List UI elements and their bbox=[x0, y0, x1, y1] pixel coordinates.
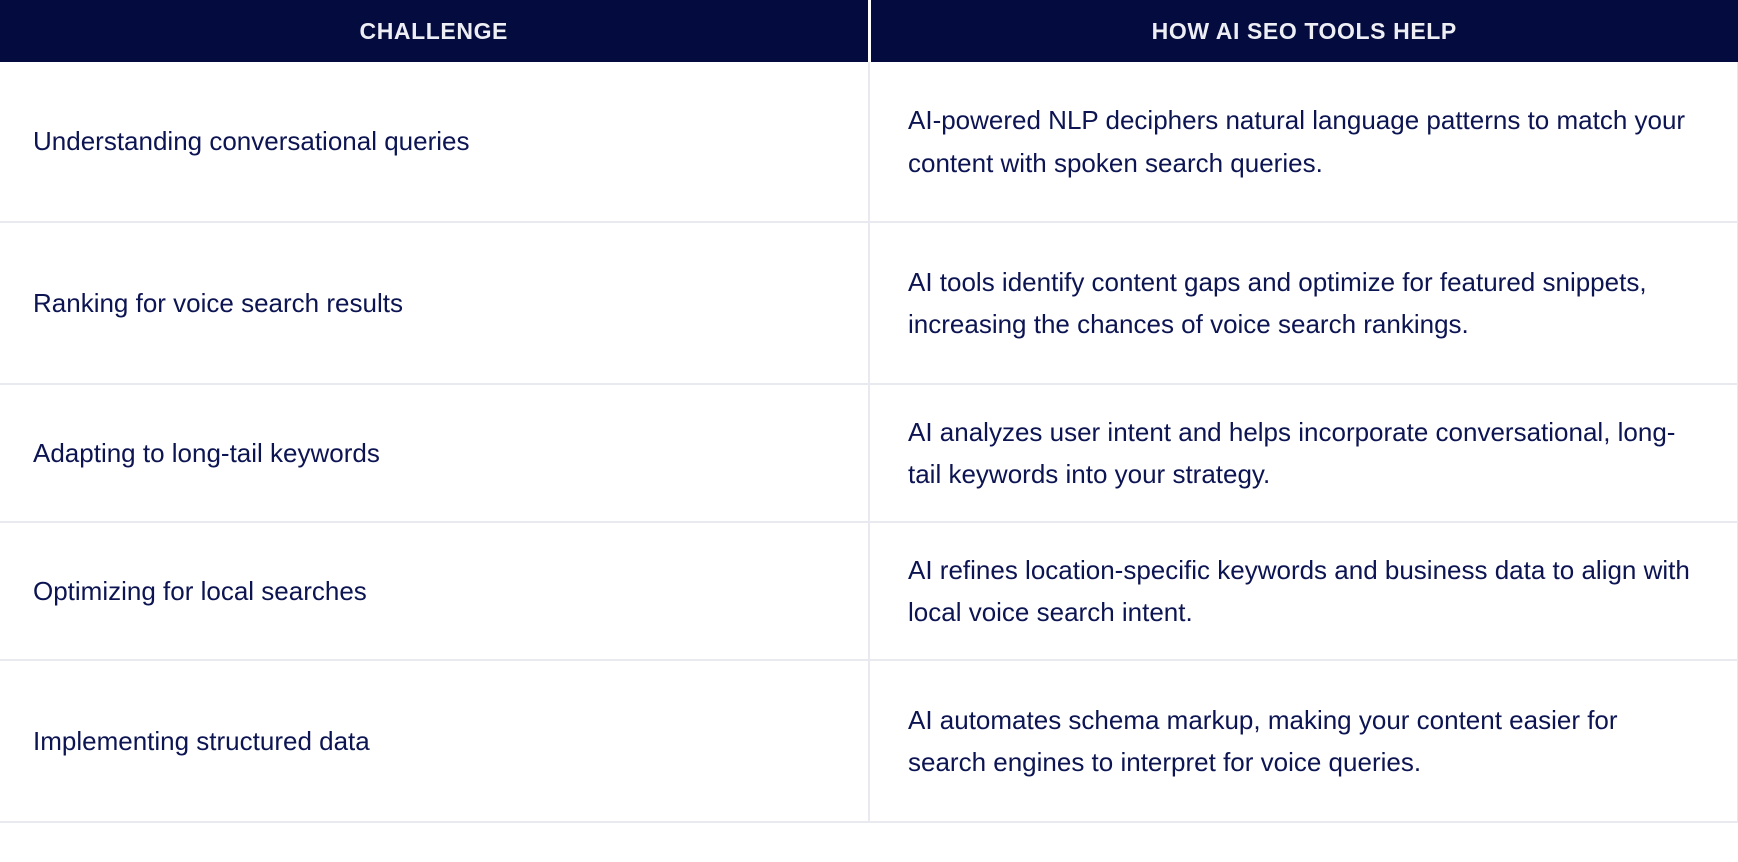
table-row: Understanding conversational queries AI-… bbox=[0, 62, 1738, 223]
challenge-text: Ranking for voice search results bbox=[33, 287, 403, 318]
ai-seo-challenges-table: CHALLENGE HOW AI SEO TOOLS HELP Understa… bbox=[0, 0, 1738, 824]
cell-challenge: Understanding conversational queries bbox=[0, 62, 870, 223]
table-header-row: CHALLENGE HOW AI SEO TOOLS HELP bbox=[0, 0, 1738, 62]
challenge-text: Adapting to long-tail keywords bbox=[33, 438, 380, 469]
help-text: AI analyzes user intent and helps incorp… bbox=[908, 417, 1676, 490]
cell-help: AI refines location-specific keywords an… bbox=[869, 522, 1738, 662]
cell-help: AI analyzes user intent and helps incorp… bbox=[869, 384, 1738, 524]
challenge-text: Understanding conversational queries bbox=[33, 126, 470, 157]
cell-challenge: Ranking for voice search results bbox=[0, 222, 870, 385]
cell-help: AI automates schema markup, making your … bbox=[869, 660, 1738, 824]
cell-help: AI tools identify content gaps and optim… bbox=[869, 222, 1738, 385]
table-row: Optimizing for local searches AI refines… bbox=[0, 522, 1738, 662]
table-row: Adapting to long-tail keywords AI analyz… bbox=[0, 384, 1738, 524]
column-header-how-ai-seo-tools-help: HOW AI SEO TOOLS HELP bbox=[869, 0, 1738, 62]
cell-challenge: Adapting to long-tail keywords bbox=[0, 384, 870, 524]
challenge-text: Optimizing for local searches bbox=[33, 576, 367, 607]
cell-challenge: Optimizing for local searches bbox=[0, 522, 870, 662]
table-row: Implementing structured data AI automate… bbox=[0, 660, 1738, 824]
cell-challenge: Implementing structured data bbox=[0, 660, 870, 824]
help-text: AI automates schema markup, making your … bbox=[908, 705, 1618, 778]
column-header-challenge: CHALLENGE bbox=[0, 0, 871, 62]
help-text: AI refines location-specific keywords an… bbox=[908, 555, 1690, 628]
table-body: Understanding conversational queries AI-… bbox=[0, 62, 1738, 824]
table-header: CHALLENGE HOW AI SEO TOOLS HELP bbox=[0, 0, 1738, 62]
help-text: AI tools identify content gaps and optim… bbox=[908, 266, 1647, 339]
help-text: AI-powered NLP deciphers natural languag… bbox=[908, 105, 1686, 178]
cell-help: AI-powered NLP deciphers natural languag… bbox=[869, 62, 1738, 223]
table-row: Ranking for voice search results AI tool… bbox=[0, 222, 1738, 385]
challenge-text: Implementing structured data bbox=[33, 726, 370, 757]
